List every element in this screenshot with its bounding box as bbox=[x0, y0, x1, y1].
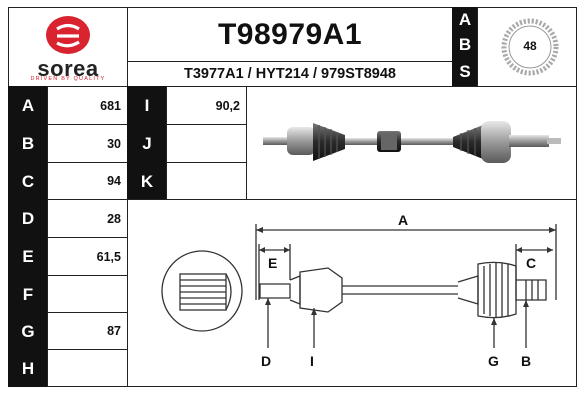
abs-letter-b: B bbox=[458, 35, 472, 54]
spec-value-a: 681 bbox=[47, 86, 128, 125]
spec-value-c: 94 bbox=[47, 162, 128, 200]
title-box: T98979A1 T3977A1 / HYT214 / 979ST8948 bbox=[127, 7, 453, 87]
spec-label-b: B bbox=[8, 125, 48, 163]
main-reference: T98979A1 bbox=[217, 18, 363, 51]
title-divider bbox=[128, 61, 452, 62]
spec-value-d: 28 bbox=[47, 199, 128, 238]
spec-label-g: G bbox=[8, 313, 48, 350]
abs-ring-box: 48 bbox=[477, 7, 577, 87]
spec-value-b: 30 bbox=[47, 124, 128, 163]
diagram-label-a: A bbox=[398, 212, 409, 228]
spec-label-f: F bbox=[8, 276, 48, 313]
spec-value-i: 90,2 bbox=[166, 86, 247, 125]
dimension-diagram: A E C D I G B bbox=[127, 199, 577, 387]
spec-label-h: H bbox=[8, 350, 48, 387]
sorea-logo-icon bbox=[46, 16, 90, 54]
diagram-label-e: E bbox=[268, 255, 278, 271]
cross-references: T3977A1 / HYT214 / 979ST8948 bbox=[184, 66, 396, 82]
product-photo bbox=[246, 86, 577, 200]
spec-label-j: J bbox=[127, 125, 167, 163]
brand-logo-box: sorea DRIVEN BY QUALITY bbox=[8, 7, 128, 87]
brand-name: sorea bbox=[37, 56, 99, 81]
spec-label-a: A bbox=[8, 86, 48, 125]
spec-value-h bbox=[47, 349, 128, 387]
spec-value-f bbox=[47, 275, 128, 313]
diagram-label-b: B bbox=[521, 353, 532, 369]
shaft-diagram-icon bbox=[161, 224, 557, 348]
diagram-label-i: I bbox=[310, 353, 314, 369]
abs-column: A B S bbox=[452, 7, 478, 87]
spec-value-j bbox=[166, 124, 247, 163]
brand-tagline: DRIVEN BY QUALITY bbox=[30, 76, 106, 82]
spec-value-e: 61,5 bbox=[47, 237, 128, 276]
diagram-label-g: G bbox=[488, 353, 499, 369]
abs-letter-s: S bbox=[459, 62, 471, 81]
spec-value-g: 87 bbox=[47, 312, 128, 350]
diagram-label-c: C bbox=[526, 255, 537, 271]
abs-letter-a: A bbox=[458, 10, 472, 29]
drive-shaft-photo bbox=[263, 121, 561, 163]
teeth-count: 48 bbox=[523, 39, 537, 53]
spec-value-k bbox=[166, 162, 247, 200]
spec-label-d: D bbox=[8, 200, 48, 238]
abs-ring-icon bbox=[501, 18, 559, 76]
diagram-label-d: D bbox=[261, 353, 272, 369]
spec-label-e: E bbox=[8, 238, 48, 276]
spec-label-c: C bbox=[8, 163, 48, 200]
spec-label-k: K bbox=[127, 163, 167, 200]
spec-label-i: I bbox=[127, 86, 167, 125]
